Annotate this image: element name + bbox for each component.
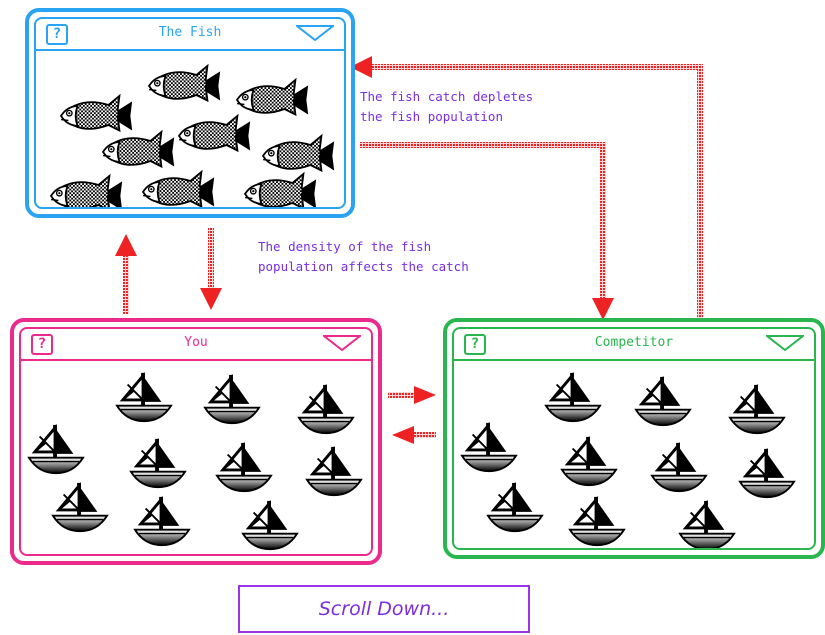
you-boat-6-sailboat-icon (215, 441, 273, 493)
competitor-boat-5-sailboat-icon (560, 435, 618, 487)
you-panel-title: You (184, 335, 208, 350)
you-panel: ? You (10, 318, 382, 565)
competitor-boat-2-sailboat-icon (634, 375, 692, 427)
fish-7-fish-icon (49, 173, 123, 207)
annotation-density-affects: The density of the fish population affec… (258, 239, 469, 274)
fish-2-fish-icon (147, 63, 221, 103)
fish-3-fish-icon (235, 77, 309, 117)
competitor-help-button[interactable]: ? (464, 334, 486, 355)
you-boat-5-sailboat-icon (129, 437, 187, 489)
competitor-panel-title: Competitor (594, 335, 674, 350)
arrow-competitor-to-you (392, 426, 436, 444)
you-boat-10-sailboat-icon (241, 499, 299, 551)
fish-panel: ? The Fish (25, 8, 355, 218)
competitor-boat-3-sailboat-icon (728, 383, 786, 435)
fish-population-area (36, 51, 344, 207)
competitor-boat-8-sailboat-icon (486, 481, 544, 533)
fish-9-fish-icon (243, 171, 317, 207)
scroll-down-button[interactable]: Scroll Down... (238, 585, 530, 633)
you-fleet-area (21, 361, 371, 554)
fish-dropdown-icon[interactable] (296, 25, 334, 41)
arrow-you-to-competitor (388, 386, 436, 404)
you-help-button[interactable]: ? (31, 334, 53, 355)
fish-panel-title: The Fish (158, 25, 222, 40)
fish-8-fish-icon (141, 169, 215, 207)
you-dropdown-icon[interactable] (323, 335, 361, 351)
competitor-boat-4-sailboat-icon (460, 421, 518, 473)
you-boat-3-sailboat-icon (297, 383, 355, 435)
you-boat-4-sailboat-icon (27, 423, 85, 475)
arrow-competitor-to-fish (350, 56, 703, 324)
fish-6-fish-icon (261, 133, 335, 173)
you-boat-1-sailboat-icon (115, 371, 173, 423)
competitor-fleet-area (454, 361, 814, 548)
annotation-catch-depletes: The fish catch depletes the fish populat… (360, 89, 534, 124)
you-boat-2-sailboat-icon (203, 373, 261, 425)
competitor-dropdown-icon[interactable] (766, 335, 804, 351)
fish-4-fish-icon (101, 129, 175, 169)
competitor-boat-10-sailboat-icon (678, 499, 736, 548)
you-boat-8-sailboat-icon (51, 481, 109, 533)
arrow-fish-to-competitor (360, 142, 614, 320)
fish-5-fish-icon (177, 113, 251, 153)
competitor-boat-7-sailboat-icon (738, 447, 796, 499)
competitor-boat-9-sailboat-icon (568, 495, 626, 547)
arrow-you-to-fish (115, 234, 137, 314)
competitor-boat-1-sailboat-icon (544, 371, 602, 423)
fish-help-button[interactable]: ? (46, 24, 68, 45)
you-boat-9-sailboat-icon (133, 495, 191, 547)
fish-1-fish-icon (59, 93, 133, 133)
you-boat-7-sailboat-icon (305, 445, 363, 497)
competitor-boat-6-sailboat-icon (650, 441, 708, 493)
competitor-panel: ? Competitor (443, 318, 825, 559)
arrow-fish-to-you (200, 228, 222, 310)
